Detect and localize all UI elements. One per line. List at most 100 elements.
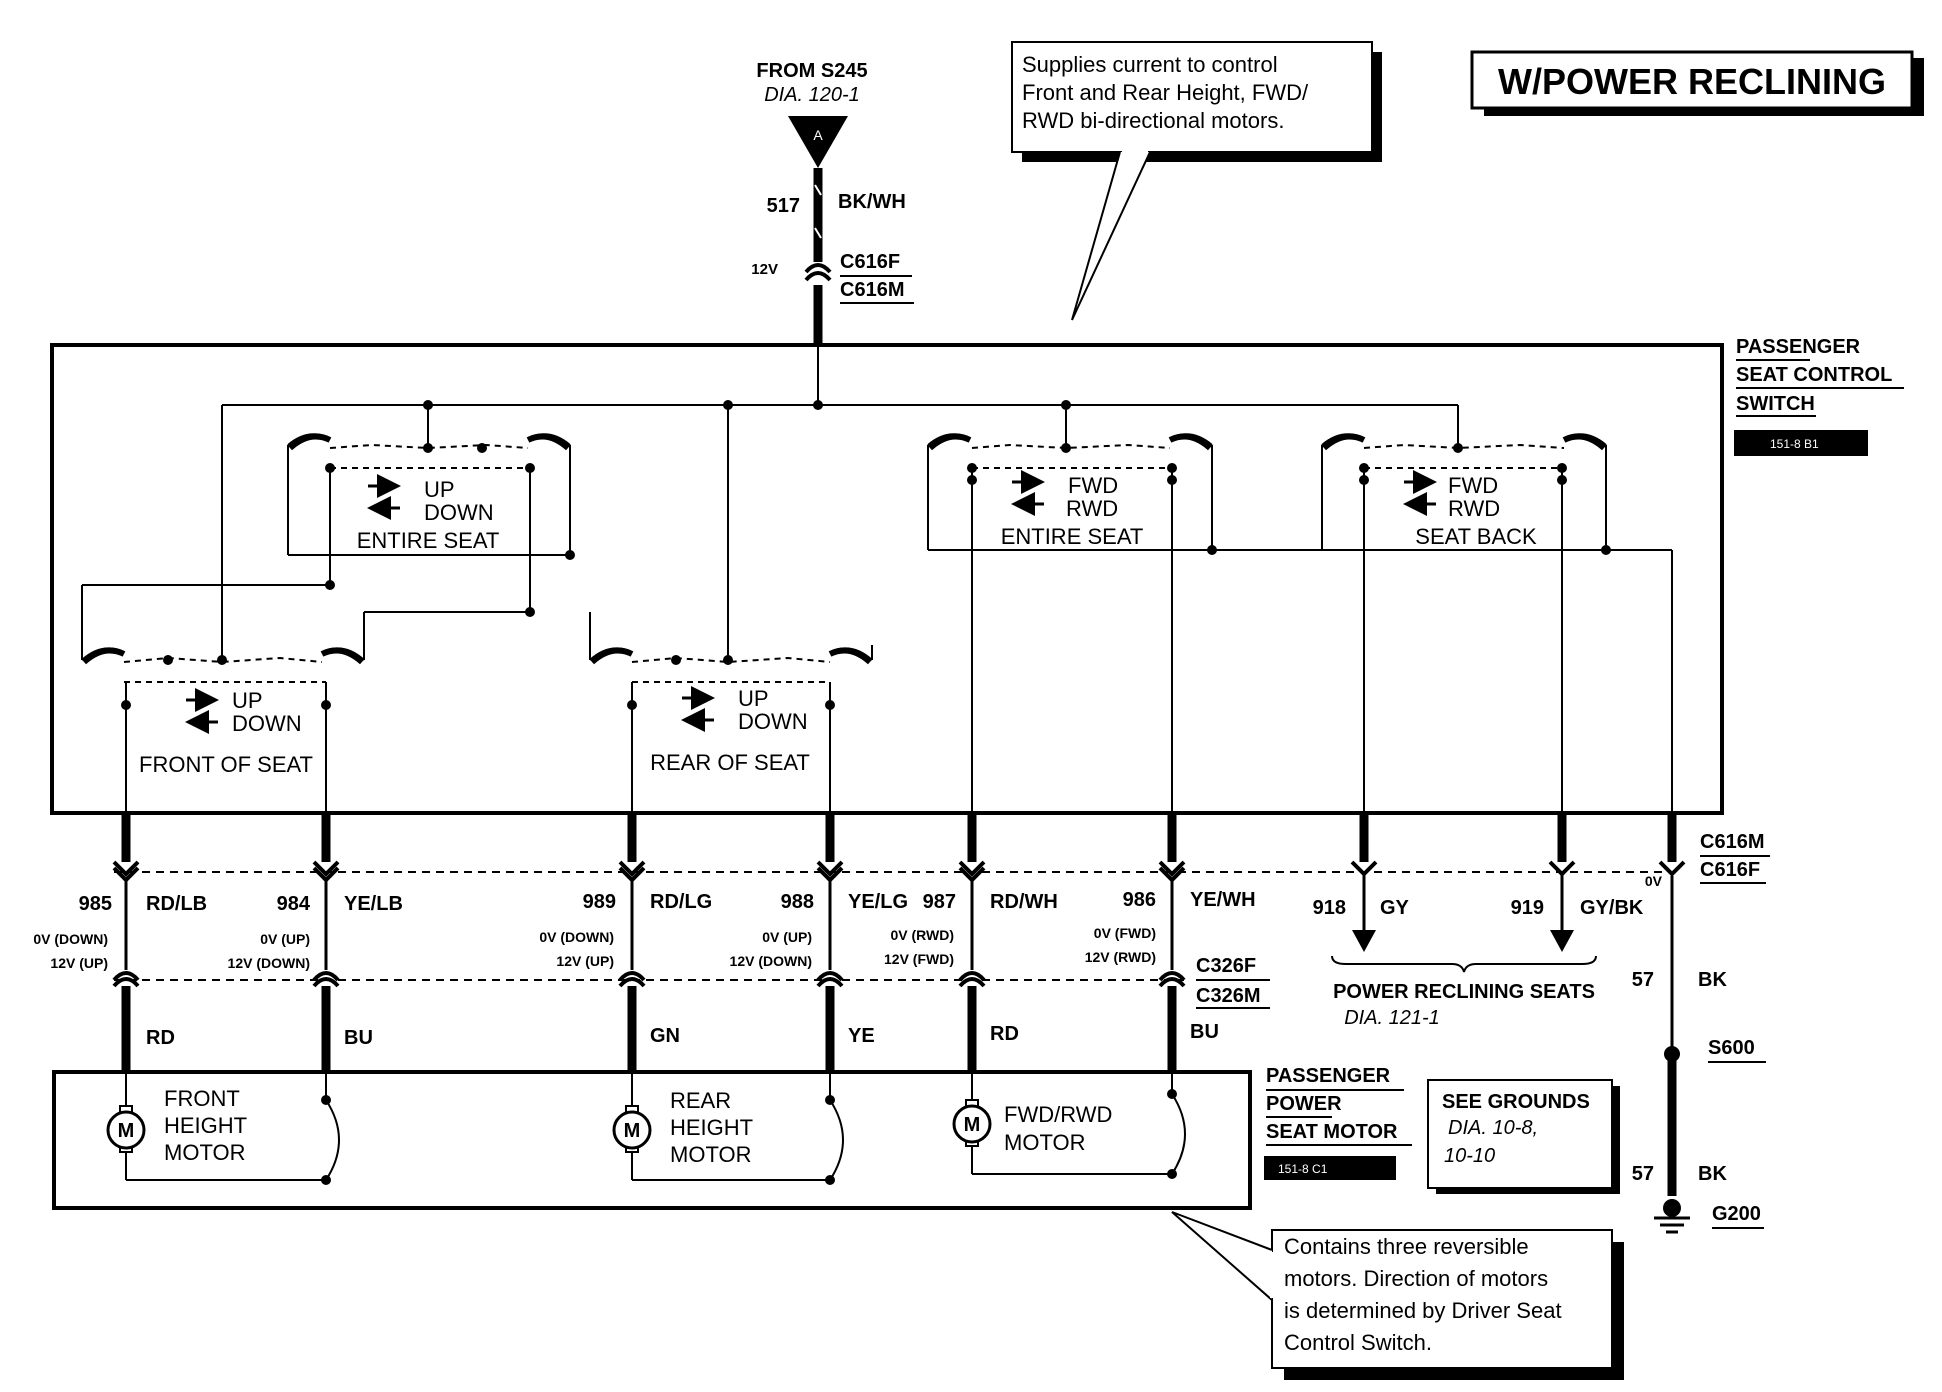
callout-top: Supplies current to control Front and Re… xyxy=(1011,41,1382,321)
conn-c616m-bottom: C616M xyxy=(1700,831,1764,853)
switch-name-3: SWITCH xyxy=(1736,393,1815,415)
conn-c616f-top: C616F xyxy=(840,251,900,273)
wire-5-v1: 0V (RWD) xyxy=(890,927,954,943)
connector-a-pin: A xyxy=(813,127,823,143)
switch-3-dir2: RWD xyxy=(1448,496,1500,521)
wire-1-v1: 0V (DOWN) xyxy=(33,931,108,947)
wire-4-color: YE/LG xyxy=(848,891,908,913)
switch-internal-wiring xyxy=(81,345,1673,812)
passenger-seat-control-switch: PASSENGER SEAT CONTROL SWITCH 151-8 B1 xyxy=(50,336,1904,815)
see-grounds-dia-2: 10-10 xyxy=(1444,1145,1495,1167)
callout-bottom-line-4: Control Switch. xyxy=(1284,1330,1432,1355)
wire-3-v1: 0V (DOWN) xyxy=(539,929,614,945)
callout-bottom: Contains three reversible motors. Direct… xyxy=(1171,1211,1624,1380)
wire-4-v1: 0V (UP) xyxy=(762,929,812,945)
switch-4-label: FRONT OF SEAT xyxy=(139,752,313,777)
front-motor-symbol: M xyxy=(118,1120,135,1142)
wire-3-color: RD/LG xyxy=(650,891,712,913)
see-grounds-title: SEE GROUNDS xyxy=(1442,1091,1590,1113)
source-color: BK/WH xyxy=(838,191,906,213)
fwd-rwd-motor-symbol: M xyxy=(964,1114,981,1136)
see-grounds-dia-1: DIA. 10-8, xyxy=(1448,1117,1538,1139)
wire-5-v2: 12V (FWD) xyxy=(884,951,954,967)
motor-box-name-1: PASSENGER xyxy=(1266,1065,1391,1087)
switch-5-label: REAR OF SEAT xyxy=(650,750,810,775)
switch-1-label: ENTIRE SEAT xyxy=(357,528,500,553)
recline-w1-num: 918 xyxy=(1313,897,1346,919)
wire-3-num: 989 xyxy=(583,891,616,913)
wire-1-num: 985 xyxy=(79,893,112,915)
callout-bottom-line-1: Contains three reversible xyxy=(1284,1234,1529,1259)
ground-color-2: BK xyxy=(1698,1163,1727,1185)
wire-2-v1: 0V (UP) xyxy=(260,931,310,947)
wire-1-lower: RD xyxy=(146,1027,175,1049)
fwd-rwd-motor-name-2: MOTOR xyxy=(1004,1130,1085,1155)
ground-zero-volt: 0V xyxy=(1645,873,1663,889)
recline-w2-num: 919 xyxy=(1511,897,1544,919)
conn-c326f: C326F xyxy=(1196,955,1256,977)
switch-3-label: SEAT BACK xyxy=(1415,524,1537,549)
front-motor-name-1: FRONT xyxy=(164,1086,240,1111)
switch-5-dir1: UP xyxy=(738,686,769,711)
diagram-title: W/POWER RECLINING xyxy=(1498,61,1886,102)
ground-path: 0V 57 BK S600 57 BK G200 xyxy=(1632,873,1766,1234)
recline-dia: DIA. 121-1 xyxy=(1344,1007,1440,1029)
source-from: FROM S245 xyxy=(756,60,867,82)
source-circuit: 517 xyxy=(767,195,800,217)
front-motor-icon xyxy=(106,1110,146,1150)
wire-3-lower: GN xyxy=(650,1025,680,1047)
switch-2-label: ENTIRE SEAT xyxy=(1001,524,1144,549)
switch-name-2: SEAT CONTROL xyxy=(1736,364,1892,386)
callout-top-line-2: Front and Rear Height, FWD/ xyxy=(1022,80,1309,105)
source-feed: FROM S245 DIA. 120-1 A 517 BK/WH 12V C61… xyxy=(751,60,914,345)
wire-6-lower: BU xyxy=(1190,1021,1219,1043)
ground-g200: G200 xyxy=(1712,1203,1761,1225)
wire-2-num: 984 xyxy=(277,893,311,915)
wire-2-lower: BU xyxy=(344,1027,373,1049)
output-wires xyxy=(121,812,1677,1196)
motor-ref: 151-8 C1 xyxy=(1278,1162,1328,1176)
rear-motor-name-1: REAR xyxy=(670,1088,731,1113)
ground-circuit-1: 57 xyxy=(1632,969,1654,991)
wire-4-num: 988 xyxy=(781,891,814,913)
rear-motor-icon xyxy=(612,1110,652,1150)
motor-ref-badge xyxy=(1264,1156,1396,1180)
wire-5-lower: RD xyxy=(990,1023,1019,1045)
wire-4-lower: YE xyxy=(848,1025,875,1047)
switch-name-1: PASSENGER xyxy=(1736,336,1861,358)
switch-4-dir2: DOWN xyxy=(232,711,302,736)
rear-motor-name-2: HEIGHT xyxy=(670,1115,753,1140)
motor-box-name-2: POWER xyxy=(1266,1093,1342,1115)
wire-6-num: 986 xyxy=(1123,889,1156,911)
conn-c326m: C326M xyxy=(1196,985,1260,1007)
source-voltage: 12V xyxy=(751,261,778,278)
wire-2-v2: 12V (DOWN) xyxy=(228,955,310,971)
callout-bottom-line-2: motors. Direction of motors xyxy=(1284,1266,1548,1291)
see-grounds-box: SEE GROUNDS DIA. 10-8, 10-10 xyxy=(1427,1079,1620,1194)
callout-top-line-3: RWD bi-directional motors. xyxy=(1022,108,1284,133)
recline-w2-color: GY/BK xyxy=(1580,897,1644,919)
wire-2-color: YE/LB xyxy=(344,893,403,915)
wire-1-v2: 12V (UP) xyxy=(50,955,108,971)
switch-ref-badge xyxy=(1734,430,1868,456)
wire-1-color: RD/LB xyxy=(146,893,207,915)
title-box: W/POWER RECLINING xyxy=(1470,50,1924,116)
connector-a-triangle xyxy=(788,116,848,168)
wire-6-color: YE/WH xyxy=(1190,889,1256,911)
switch-4-dir1: UP xyxy=(232,688,263,713)
front-motor-name-2: HEIGHT xyxy=(164,1113,247,1138)
switch-5-dir2: DOWN xyxy=(738,709,808,734)
wire-6-v1: 0V (FWD) xyxy=(1094,925,1156,941)
fwd-rwd-motor-name-1: FWD/RWD xyxy=(1004,1102,1112,1127)
callout-bottom-line-3: is determined by Driver Seat xyxy=(1284,1298,1562,1323)
switch-1-dir1: UP xyxy=(424,477,455,502)
source-dia: DIA. 120-1 xyxy=(764,84,860,106)
switch-2-dir1: FWD xyxy=(1068,473,1118,498)
switch-1-dir2: DOWN xyxy=(424,500,494,525)
wire-6-v2: 12V (RWD) xyxy=(1085,949,1156,965)
recline-w1-color: GY xyxy=(1380,897,1410,919)
recline-label: POWER RECLINING SEATS xyxy=(1333,981,1595,1003)
wire-5-num: 987 xyxy=(923,891,956,913)
motor-box-name-3: SEAT MOTOR xyxy=(1266,1121,1398,1143)
